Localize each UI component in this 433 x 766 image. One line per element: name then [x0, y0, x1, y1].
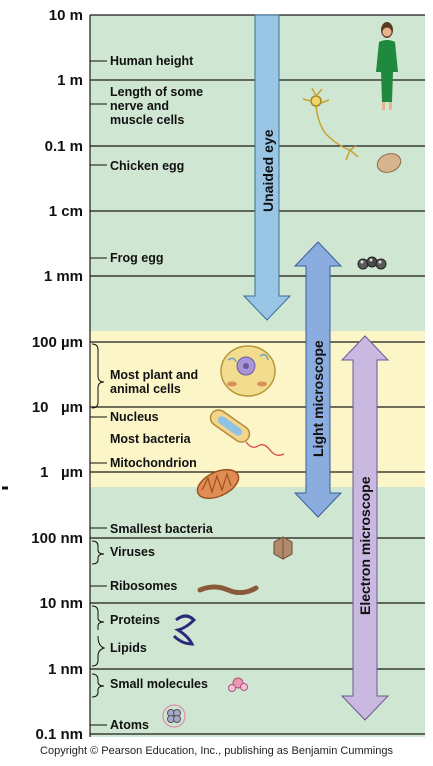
virus-icon — [274, 537, 292, 559]
scale-label-0-1nm: 0.1 nm — [35, 726, 83, 743]
scale-label-10nm: 10 nm — [40, 595, 83, 612]
light-microscope-label: Light microscope — [310, 340, 326, 457]
scale-label-100nm: 100 nm — [31, 530, 83, 547]
copyright-notice: Copyright © Pearson Education, Inc., pub… — [0, 745, 433, 757]
scale-label-10um: 10 µm — [32, 399, 83, 416]
scale-label-100um: 100 µm — [32, 334, 83, 351]
label-chicken-egg: Chicken egg — [110, 159, 184, 173]
animal-cell-icon — [221, 346, 275, 396]
label-atoms: Atoms — [110, 718, 149, 732]
label-viruses: Viruses — [110, 545, 155, 559]
label-proteins: Proteins — [110, 613, 160, 627]
frog-eggs-icon — [358, 257, 386, 269]
label-lipids: Lipids — [110, 641, 147, 655]
scale-label-1cm: 1 cm — [49, 203, 83, 220]
label-nerve-line3: muscle cells — [110, 113, 184, 127]
label-plant-animal-line1: Most plant and — [110, 368, 198, 382]
scale-label-1mm: 1 mm — [44, 268, 83, 285]
scale-label-1nm: 1 nm — [48, 661, 83, 678]
scale-label-1m: 1 m — [57, 72, 83, 89]
label-ribosomes: Ribosomes — [110, 579, 177, 593]
label-smallest-bacteria: Smallest bacteria — [110, 522, 214, 536]
label-mitochondrion: Mitochondrion — [110, 456, 197, 470]
scale-label-0-1m: 0.1 m — [45, 138, 83, 155]
label-nucleus: Nucleus — [110, 410, 159, 424]
label-most-bacteria: Most bacteria — [110, 432, 192, 446]
label-plant-animal-line2: animal cells — [110, 382, 181, 396]
unaided-eye-label: Unaided eye — [260, 129, 276, 212]
label-nerve-line1: Length of some — [110, 85, 203, 99]
label-frog-egg: Frog egg — [110, 251, 163, 265]
scale-label-10m: 10 m — [49, 7, 83, 24]
electron-microscope-label: Electron microscope — [357, 476, 373, 615]
scale-labels: 10 m 1 m 0.1 m 1 cm 1 mm 100 µm 10 µm 1 … — [31, 7, 83, 743]
label-human-height: Human height — [110, 54, 194, 68]
scale-label-1um: 1 µm — [40, 464, 83, 481]
label-small-molecules: Small molecules — [110, 677, 208, 691]
label-nerve-line2: nerve and — [110, 99, 169, 113]
